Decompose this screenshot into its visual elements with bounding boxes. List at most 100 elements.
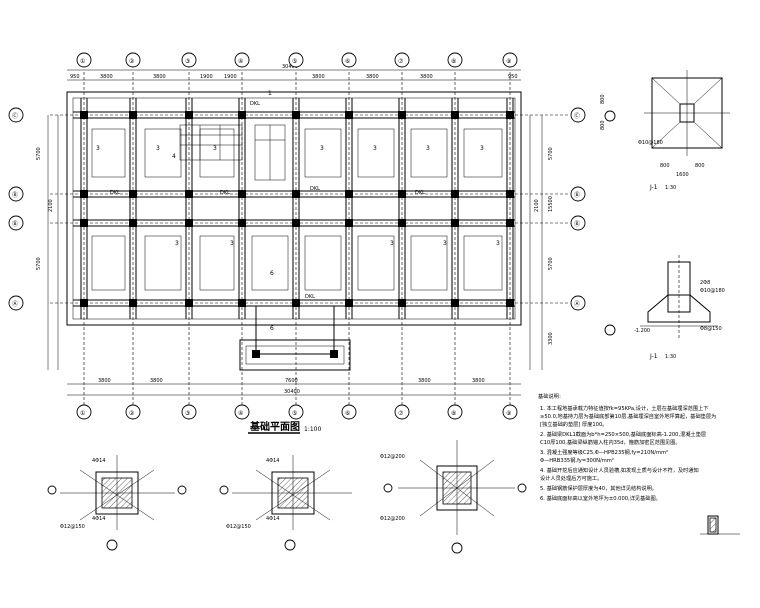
svg-text:3300: 3300 bbox=[548, 332, 554, 345]
svg-text:1:30: 1:30 bbox=[665, 185, 676, 191]
cell-numbers: 3 3 3 3 3 3 3 3 3 3 3 3 bbox=[96, 145, 500, 247]
svg-text:6: 6 bbox=[270, 325, 274, 332]
svg-text:DKL: DKL bbox=[310, 186, 320, 192]
svg-text:Φ12@150: Φ12@150 bbox=[60, 524, 85, 530]
svg-text:2100: 2100 bbox=[48, 199, 54, 212]
svg-text:3: 3 bbox=[320, 145, 324, 152]
j1-plan-detail: 800 800 800 800 1600 Φ10@180 J-1 1:30 bbox=[600, 70, 730, 191]
svg-text:7600: 7600 bbox=[285, 378, 298, 384]
foundation-plan: 3 3 3 3 3 3 3 3 3 3 3 3 1 4 6 6 bbox=[8, 52, 586, 434]
svg-text:4Φ14: 4Φ14 bbox=[266, 516, 279, 522]
svg-text:Ⓒ: Ⓒ bbox=[574, 112, 580, 120]
svg-text:4Φ14: 4Φ14 bbox=[92, 458, 105, 464]
entrance-projection bbox=[239, 306, 351, 371]
svg-text:5. 基础钢筋保护层厚度为40，其他详见结构说明。: 5. 基础钢筋保护层厚度为40，其他详见结构说明。 bbox=[540, 484, 657, 492]
svg-text:-1.200: -1.200 bbox=[634, 328, 650, 334]
svg-text:6: 6 bbox=[270, 270, 274, 277]
svg-text:5700: 5700 bbox=[548, 257, 554, 270]
svg-text:800: 800 bbox=[600, 94, 606, 104]
svg-text:3: 3 bbox=[426, 145, 430, 152]
svg-text:15500: 15500 bbox=[548, 196, 554, 212]
svg-text:Φ8@150: Φ8@150 bbox=[700, 326, 722, 332]
svg-text:DKL: DKL bbox=[110, 190, 120, 196]
column-detail-2: 4Φ14 4Φ14 Φ12@150 bbox=[219, 455, 352, 551]
svg-text:3800: 3800 bbox=[100, 74, 113, 80]
svg-text:≥50.0,地基持力层为基础底部第10层,基础埋深自室外地坪: ≥50.0,地基持力层为基础底部第10层,基础埋深自室外地坪算起，基础垫层为 bbox=[540, 412, 716, 420]
svg-text:②: ② bbox=[129, 58, 135, 65]
svg-text:Ⓐ: Ⓐ bbox=[574, 300, 580, 308]
svg-text:②: ② bbox=[129, 410, 135, 417]
svg-text:3800: 3800 bbox=[153, 74, 166, 80]
svg-text:950: 950 bbox=[70, 74, 80, 80]
svg-text:1900: 1900 bbox=[224, 74, 237, 80]
svg-text:Φ12@200: Φ12@200 bbox=[380, 454, 405, 460]
svg-text:3800: 3800 bbox=[418, 378, 431, 384]
svg-text:设计人员处理后方可施工。: 设计人员处理后方可施工。 bbox=[540, 474, 602, 482]
svg-text:3800: 3800 bbox=[472, 378, 485, 384]
top-dimensions: 950 3800 3800 1900 1900 3800 3800 3800 9… bbox=[67, 64, 521, 81]
svg-text:1. 本工程地基承载力特征值按fk=95KPa,设计，土层在: 1. 本工程地基承载力特征值按fk=95KPa,设计，土层在基础埋深范围上下 bbox=[540, 404, 708, 412]
svg-text:Ⓑ: Ⓑ bbox=[574, 191, 580, 199]
svg-text:①: ① bbox=[80, 410, 85, 417]
svg-text:DKL: DKL bbox=[220, 190, 230, 196]
left-dimensions: 5700 2100 5700 bbox=[36, 115, 59, 370]
svg-text:⑤: ⑤ bbox=[292, 410, 297, 417]
axis-bubbles-side: Ⓒ Ⓑ Ⓑ Ⓐ Ⓒ Ⓑ Ⓑ Ⓐ bbox=[8, 107, 586, 311]
svg-text:3: 3 bbox=[373, 145, 377, 152]
svg-text:Φ10@180: Φ10@180 bbox=[700, 288, 725, 294]
svg-text:⑥: ⑥ bbox=[345, 410, 350, 417]
svg-text:5700: 5700 bbox=[36, 257, 42, 270]
right-dimensions: 5700 2100 15500 5700 3300 bbox=[529, 115, 554, 370]
svg-text:3: 3 bbox=[96, 145, 100, 152]
svg-text:DKL: DKL bbox=[250, 101, 260, 107]
foundation-beams bbox=[73, 98, 515, 319]
svg-text:Ⓑ: Ⓑ bbox=[12, 220, 18, 228]
svg-text:1: 1 bbox=[268, 90, 272, 97]
small-detail-symbol bbox=[700, 515, 740, 535]
plan-title: 基础平面图 bbox=[249, 420, 300, 433]
svg-text:J-1: J-1 bbox=[649, 353, 658, 360]
axis-bubbles-bottom: ① ② ③ ④ ⑤ ⑥ ⑦ ⑧ ⑨ bbox=[76, 404, 518, 420]
svg-text:3: 3 bbox=[496, 240, 500, 247]
svg-text:3800: 3800 bbox=[420, 74, 433, 80]
svg-text:800: 800 bbox=[695, 163, 705, 169]
svg-text:4Φ14: 4Φ14 bbox=[266, 458, 279, 464]
svg-text:Φ12@150: Φ12@150 bbox=[226, 524, 251, 530]
bottom-dimensions: 3800 3800 7600 3800 3800 30400 bbox=[67, 378, 521, 396]
svg-text:3: 3 bbox=[175, 240, 179, 247]
axis-bubbles-top: ① ② ③ ④ ⑤ ⑥ ⑦ ⑧ ⑨ bbox=[76, 52, 518, 68]
svg-text:800: 800 bbox=[600, 120, 606, 130]
svg-text:1600: 1600 bbox=[676, 172, 689, 178]
svg-text:DKL: DKL bbox=[305, 294, 315, 300]
svg-text:5700: 5700 bbox=[36, 147, 42, 160]
j1-section-detail: -1.200 2Φ8 Φ10@180 Φ8@150 J-1 1:30 bbox=[604, 255, 725, 360]
columns bbox=[80, 111, 514, 307]
horizontal-grid-lines bbox=[50, 114, 570, 304]
plan-inner-outline bbox=[72, 97, 516, 320]
svg-text:3800: 3800 bbox=[150, 378, 163, 384]
svg-text:3: 3 bbox=[213, 145, 217, 152]
svg-text:950: 950 bbox=[508, 74, 518, 80]
svg-text:Ⓑ: Ⓑ bbox=[574, 220, 580, 228]
svg-text:④: ④ bbox=[238, 410, 243, 417]
plan-outline bbox=[66, 91, 522, 326]
svg-text:基础说明：: 基础说明： bbox=[538, 392, 564, 400]
stair-area: 1 4 6 6 bbox=[172, 90, 286, 332]
plan-scale: 1:100 bbox=[304, 426, 321, 433]
svg-text:⑨: ⑨ bbox=[506, 58, 511, 65]
svg-text:3. 混凝土强度等级C25,Φ—HPB235钢,fy=210: 3. 混凝土强度等级C25,Φ—HPB235钢,fy=210N/mm² bbox=[540, 448, 668, 456]
svg-text:Ⓑ: Ⓑ bbox=[12, 191, 18, 199]
svg-text:⑤: ⑤ bbox=[292, 58, 297, 65]
beam-labels: DKL DKL DKL DKL DKL DKL bbox=[110, 101, 425, 300]
svg-text:2100: 2100 bbox=[534, 199, 540, 212]
svg-text:1:30: 1:30 bbox=[665, 354, 676, 360]
svg-text:3: 3 bbox=[480, 145, 484, 152]
svg-text:2. 基础梁DKL1截面为b*h=250×500,基础底面标: 2. 基础梁DKL1截面为b*h=250×500,基础底面标高-1.200,混凝… bbox=[540, 430, 706, 438]
svg-text:④: ④ bbox=[238, 58, 243, 65]
svg-text:6. 基础底面标高以室外地坪为±0.000,详见基础图。: 6. 基础底面标高以室外地坪为±0.000,详见基础图。 bbox=[540, 494, 661, 502]
svg-text:Φ—HRB335钢,fy=300N/mm²: Φ—HRB335钢,fy=300N/mm² bbox=[540, 456, 614, 464]
column-detail-1: 4Φ14 4Φ14 Φ12@150 bbox=[47, 455, 187, 551]
svg-text:3800: 3800 bbox=[366, 74, 379, 80]
svg-text:30400: 30400 bbox=[284, 389, 300, 395]
